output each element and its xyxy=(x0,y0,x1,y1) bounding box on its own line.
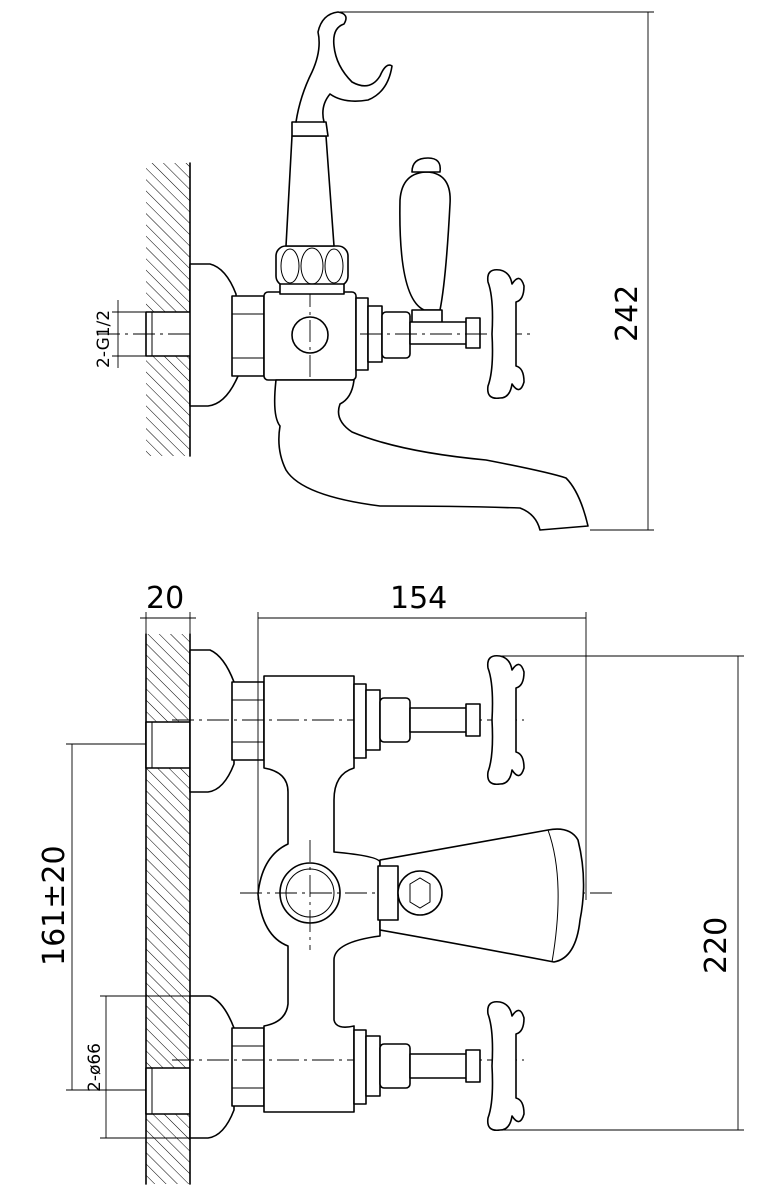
flange-diameter-label: 2-ø66 xyxy=(85,1043,105,1092)
front-upper-cross-handle xyxy=(486,654,525,786)
wall-offset-label: 20 xyxy=(146,581,184,616)
front-diverter-knob xyxy=(377,865,443,921)
projection-label: 154 xyxy=(390,581,447,616)
side-spout xyxy=(273,379,589,531)
center-distance-dimension: 161±20 xyxy=(37,743,146,1091)
height-dimension: 242 xyxy=(340,11,654,531)
wall-offset-dimension: 20 xyxy=(140,581,196,650)
side-body xyxy=(263,250,357,410)
side-diverter-nut xyxy=(275,245,349,295)
side-flange xyxy=(189,263,239,407)
thread-dimension: 2-G1/2 xyxy=(94,300,146,368)
front-view: 20 154 161±20 2-ø66 220 xyxy=(37,581,744,1185)
side-view: 2-G1/2 242 xyxy=(94,11,654,531)
thread-label: 2-G1/2 xyxy=(94,310,114,368)
projection-dimension: 154 xyxy=(257,581,587,900)
overall-width-label: 220 xyxy=(699,917,734,974)
front-spout xyxy=(379,828,585,963)
side-wall-hatching xyxy=(146,162,191,457)
center-distance-label: 161±20 xyxy=(37,845,72,966)
front-pipe-stubs xyxy=(145,721,191,1115)
front-lower-valve xyxy=(353,1029,481,1105)
front-spout-rim xyxy=(547,829,559,963)
side-lever-handle xyxy=(399,157,451,325)
height-label: 242 xyxy=(610,285,645,342)
front-upper-valve xyxy=(353,683,481,759)
overall-width-dimension: 220 xyxy=(500,655,744,1131)
side-cross-handle xyxy=(486,268,525,400)
front-hex-nuts xyxy=(231,681,265,1107)
flange-diameter-dimension: 2-ø66 xyxy=(85,995,190,1139)
front-flange-lower xyxy=(189,995,235,1139)
front-lower-cross-handle xyxy=(486,1000,525,1132)
side-shower-holder xyxy=(285,11,393,247)
front-flange-upper xyxy=(189,649,235,793)
side-hex-nut xyxy=(231,295,265,377)
